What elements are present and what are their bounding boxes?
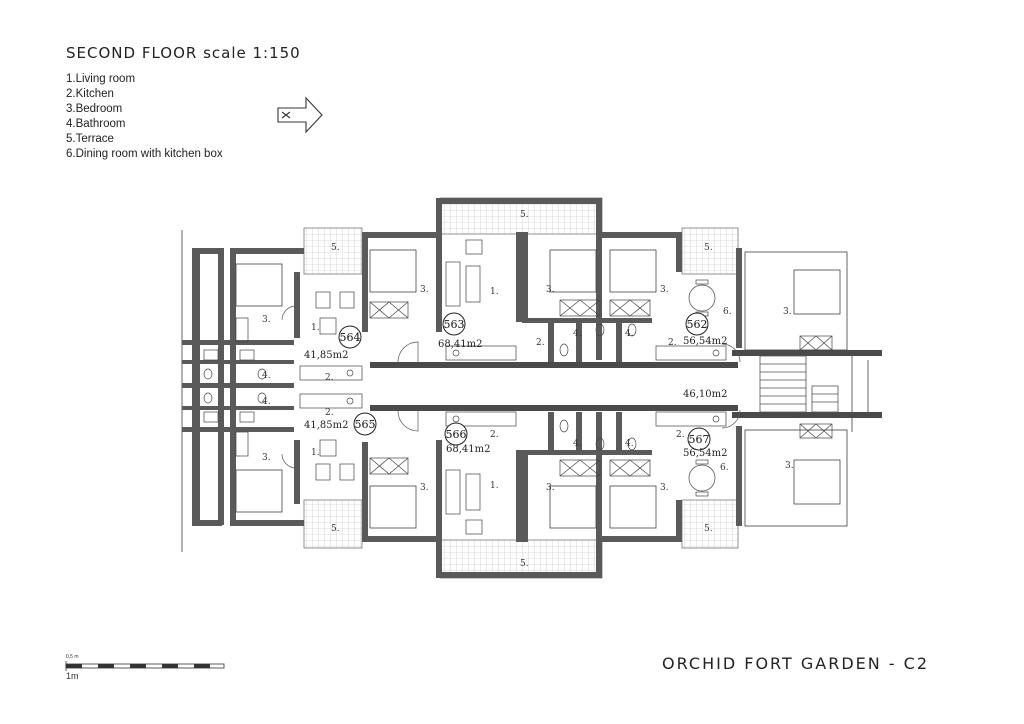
bathroom-label: 4.: [262, 371, 271, 381]
bathroom-label: 4.: [573, 439, 582, 449]
kitchen-counters: [299, 345, 727, 427]
legend-item: 2.Kitchen: [66, 88, 114, 100]
terrace-label: 5.: [331, 524, 340, 534]
terrace-label: 5.: [704, 243, 713, 253]
bathroom-label: 4.: [573, 329, 582, 339]
room-legend: 1.Living room 2.Kitchen 3.Bedroom 4.Bath…: [66, 72, 223, 162]
bedroom-label: 3.: [420, 483, 429, 493]
kitchen-label: 2.: [668, 338, 677, 348]
walls: [182, 198, 882, 578]
drawing-title: SECOND FLOOR scale 1:150: [66, 44, 301, 62]
unit-number: 562: [687, 318, 708, 331]
bathroom-label: 4.: [625, 439, 634, 449]
unit-number: 565: [355, 418, 376, 431]
unit-number: 567: [689, 433, 710, 446]
unit-area: 41,85m2: [304, 420, 348, 431]
living-furniture: [315, 239, 716, 535]
terraces: [303, 197, 739, 579]
bathroom-fixtures: [203, 323, 637, 451]
kitchen-label: 2.: [490, 430, 499, 440]
bedroom-label: 3.: [783, 307, 792, 317]
terrace-label: 5.: [520, 210, 529, 220]
kitchen-label: 2.: [325, 408, 334, 418]
bathroom-label: 4.: [625, 329, 634, 339]
project-title: ORCHID FORT GARDEN - C2: [662, 654, 930, 673]
unit-number: 564: [340, 331, 361, 344]
unit-area: 68,41m2: [438, 339, 482, 350]
unit-area: 68,41m2: [446, 444, 490, 455]
terrace-label: 5.: [520, 559, 529, 569]
unit-area: 56,54m2: [683, 448, 727, 459]
room-labels: 5. 5. 5. 5. 5. 5. 3. 3. 3. 3. 3. 3. 3. 3…: [262, 210, 794, 569]
bedroom-label: 3.: [660, 483, 669, 493]
legend-item: 5.Terrace: [66, 133, 114, 145]
bathroom-label: 4.: [262, 397, 271, 407]
kitchen-label: 2.: [536, 338, 545, 348]
beds: [235, 249, 841, 529]
corridor-area: 46,10m2: [683, 389, 727, 400]
north-arrow-icon: [277, 96, 323, 134]
scale-meter-label: 1m: [66, 671, 79, 681]
bedroom-label: 3.: [262, 453, 271, 463]
dining-room-label: 6.: [720, 463, 729, 473]
bedroom-label: 3.: [262, 315, 271, 325]
scale-half-meter-label: 0,5 m: [66, 654, 79, 660]
living-room-label: 1.: [490, 481, 499, 491]
unit-number: 566: [446, 428, 467, 441]
bedroom-label: 3.: [546, 483, 555, 493]
door-swings: [281, 305, 741, 469]
living-room-label: 1.: [490, 287, 499, 297]
terrace-label: 5.: [704, 524, 713, 534]
unit-markers: 564 41,85m2 563 68,41m2 562 56,54m2 565 …: [304, 312, 727, 459]
bedroom-label: 3.: [420, 285, 429, 295]
kitchen-label: 2.: [325, 373, 334, 383]
bedroom-label: 3.: [546, 285, 555, 295]
bedroom-label: 3.: [660, 285, 669, 295]
legend-item: 6.Dining room with kitchen box: [66, 148, 223, 160]
unit-area: 41,85m2: [304, 350, 348, 361]
wardrobes: [235, 299, 833, 477]
stairs: [759, 355, 839, 413]
kitchen-label: 2.: [676, 430, 685, 440]
legend-item: 3.Bedroom: [66, 103, 123, 115]
unit-number: 563: [444, 318, 465, 331]
unit-area: 56,54m2: [683, 336, 727, 347]
dining-room-label: 6.: [723, 307, 732, 317]
living-room-label: 1.: [311, 323, 320, 333]
living-room-label: 1.: [311, 448, 320, 458]
terrace-label: 5.: [331, 243, 340, 253]
bedroom-label: 3.: [785, 461, 794, 471]
scale-bar: [65, 661, 225, 671]
legend-item: 1.Living room: [66, 73, 136, 85]
legend-item: 4.Bathroom: [66, 118, 126, 130]
